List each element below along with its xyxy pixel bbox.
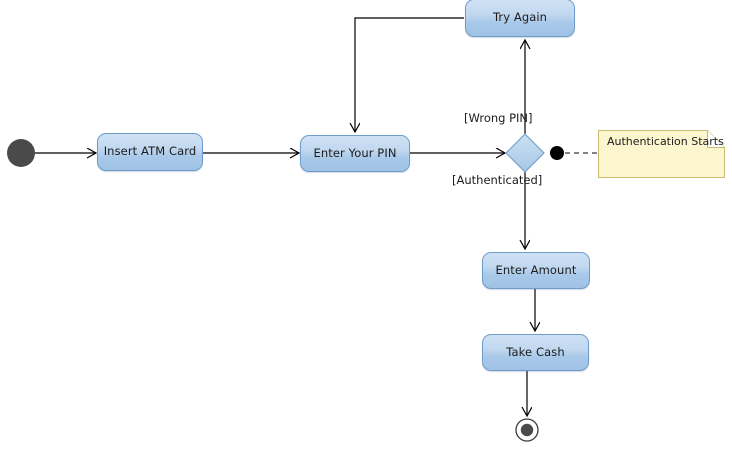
activity-insert-atm-card[interactable]: Insert ATM Card — [97, 133, 203, 171]
guard-label-authenticated: [Authenticated] — [452, 173, 543, 187]
activity-take-cash-label: Take Cash — [506, 344, 565, 359]
note-shape — [598, 130, 725, 178]
edge-try-again-to-enter-pin — [355, 17, 464, 132]
note-anchor-dot — [550, 146, 564, 160]
decision-node[interactable] — [505, 133, 545, 173]
activity-take-cash[interactable]: Take Cash — [482, 334, 589, 371]
guard-label-wrong-pin: [Wrong PIN] — [464, 111, 533, 125]
activity-enter-amount[interactable]: Enter Amount — [482, 252, 590, 289]
activity-try-again-label: Try Again — [492, 10, 548, 25]
initial-node — [7, 139, 35, 167]
activity-try-again[interactable]: Try Again — [465, 0, 575, 37]
note-authentication-starts[interactable]: Authentication Starts — [598, 130, 725, 178]
activity-enter-your-pin-label: Enter Your PIN — [313, 145, 397, 160]
activity-enter-your-pin[interactable]: Enter Your PIN — [300, 135, 410, 172]
note-authentication-starts-label: Authentication Starts — [607, 135, 724, 148]
activity-insert-atm-card-label: Insert ATM Card — [103, 144, 197, 159]
final-node-core — [520, 423, 534, 437]
activity-enter-amount-label: Enter Amount — [495, 262, 577, 277]
